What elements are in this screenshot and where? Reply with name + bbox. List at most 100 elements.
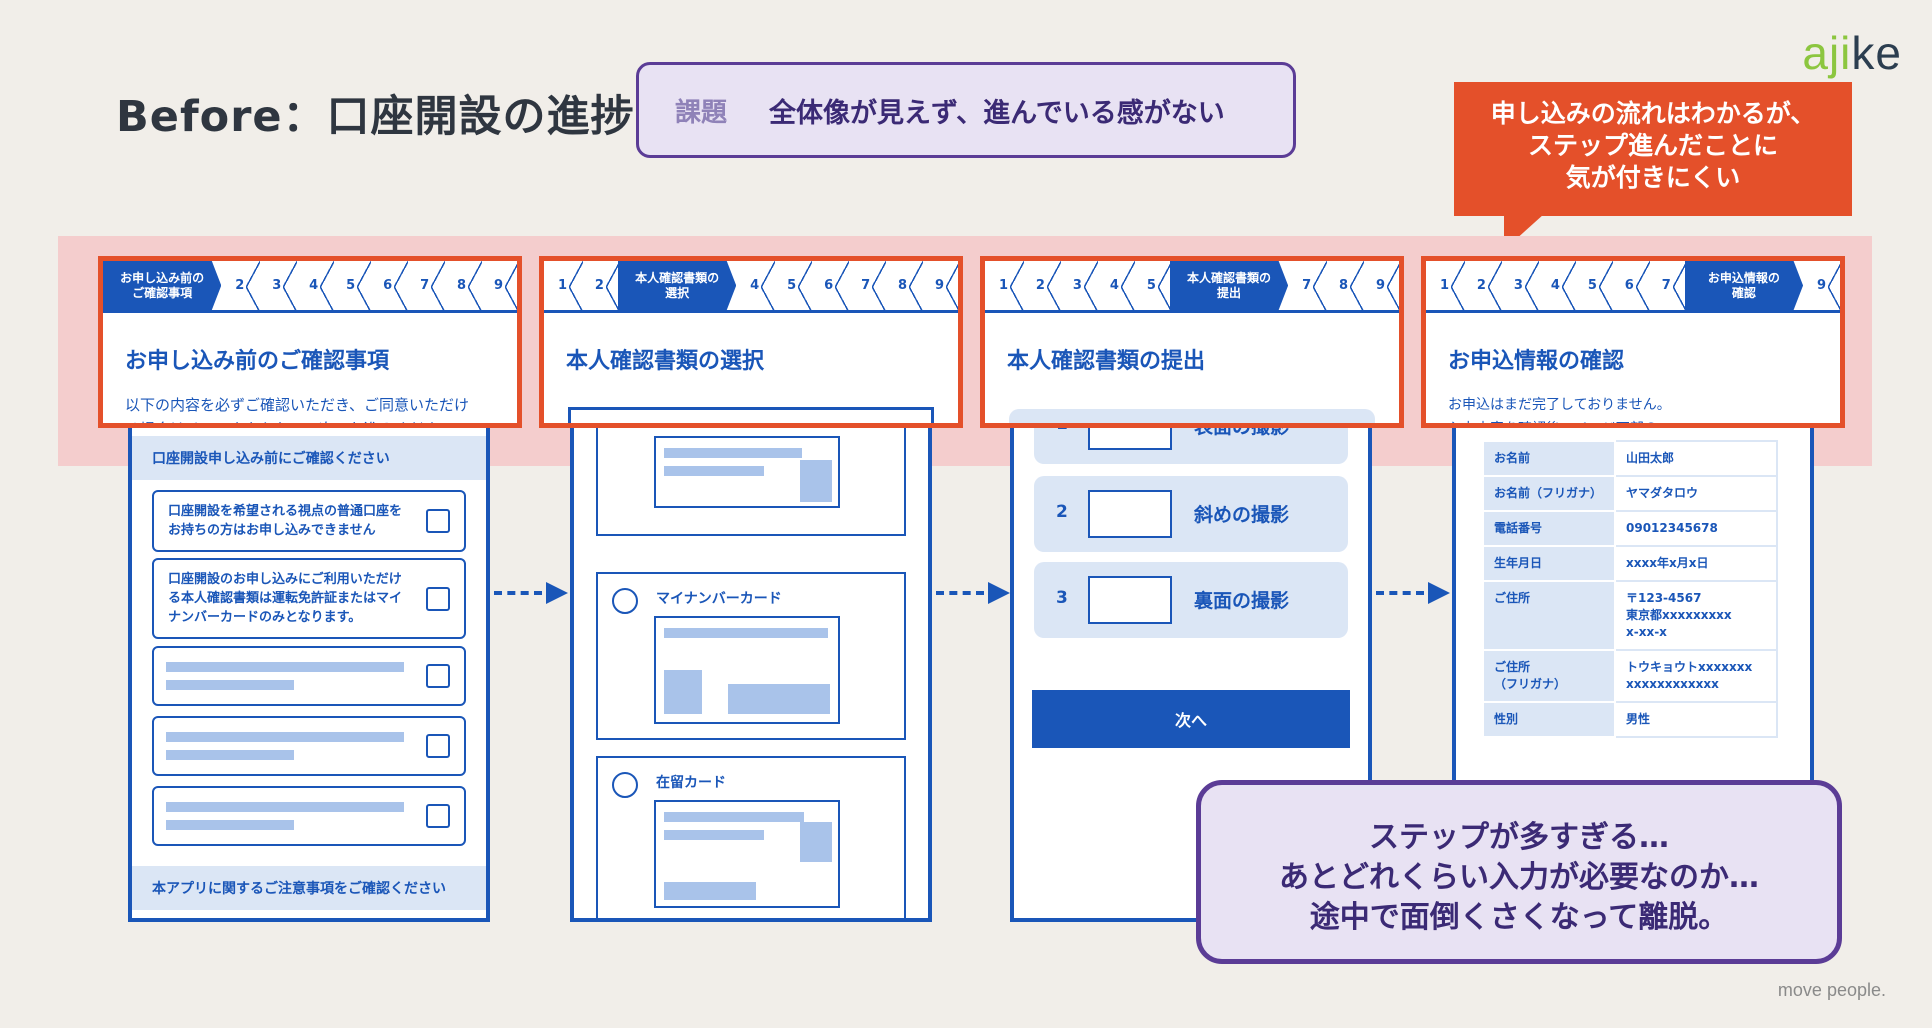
bubble-line-3: 途中で面倒くさくなって離脱。 (1309, 900, 1729, 935)
subtitle-line-2: る場合はチェックを入れて、次へお進みください。 (125, 417, 495, 423)
step[interactable]: 6 (810, 261, 850, 313)
info-value: 山田太郎 (1614, 440, 1778, 477)
logo-part-1: aji (1802, 27, 1852, 79)
info-row: お名前（フリガナ）ヤマダタロウ (1482, 475, 1778, 512)
card-illustration (654, 616, 840, 724)
id-card-icon (1088, 424, 1172, 450)
step[interactable]: 5 (1133, 261, 1172, 313)
step[interactable]: 1 (544, 261, 583, 313)
step[interactable]: 1 (985, 261, 1024, 313)
checkbox[interactable] (426, 664, 450, 688)
placeholder-bar (664, 466, 764, 476)
flow-arrow (1376, 591, 1424, 595)
notice-link[interactable]: 本アプリに関するご注意事項をご確認ください (132, 866, 486, 910)
page-title: Before：口座開設の進捗 (116, 92, 635, 142)
step[interactable]: 6 (369, 261, 409, 313)
info-key: 生年月日 (1482, 545, 1616, 582)
screen-1-header-card: お申し込み前のご確認事項 2 3 4 5 6 7 8 9 お申し込み前のご確認事… (98, 256, 522, 428)
active-step-line-1: 本人確認書類の (635, 270, 720, 285)
placeholder-bar (166, 750, 294, 760)
step[interactable]: 8 (1325, 261, 1365, 313)
placeholder-bar (166, 732, 404, 742)
placeholder-bar (166, 662, 404, 672)
step[interactable]: 9 (1362, 261, 1399, 313)
active-step-line-2: 確認 (1731, 285, 1756, 300)
step-active[interactable]: お申込情報の確認 (1684, 261, 1804, 310)
active-step-line-1: お申込情報の (1707, 270, 1780, 285)
subtitle-line-1: 以下の内容を必ずご確認いただき、ご同意いただけ (125, 396, 469, 414)
checkbox-item[interactable]: 口座開設を希望される視点の普通口座をお持ちの方はお申し込みできません (152, 490, 466, 552)
placeholder-bar (664, 448, 802, 458)
step[interactable]: 3 (1500, 261, 1539, 313)
subtitle-line-2: 入力内容を確認後、ページ下部の (1448, 417, 1818, 423)
screen-2-header-card: 1 2 本人確認書類の選択 4 5 6 7 8 9 本人確認書類の選択 (539, 256, 963, 428)
issue-box: 課題 全体像が見えず、進んでいる感がない (636, 62, 1296, 158)
info-key: お名前 (1482, 440, 1616, 477)
active-step-line-2: 提出 (1216, 285, 1241, 300)
step[interactable]: 3 (1059, 261, 1098, 313)
checkbox[interactable] (426, 586, 450, 611)
step[interactable]: 2 (581, 261, 620, 313)
step[interactable]: 2 (1022, 261, 1061, 313)
checkbox-item[interactable] (152, 716, 466, 776)
step[interactable]: 2 (1463, 261, 1502, 313)
shot-item[interactable]: 1表面の撮影 (1034, 424, 1348, 464)
step[interactable]: 8 (884, 261, 924, 313)
placeholder-bar (664, 830, 764, 840)
radio-button[interactable] (612, 772, 638, 798)
section-header: 口座開設申し込み前にご確認ください (132, 436, 486, 480)
step[interactable]: 5 (332, 261, 372, 313)
step[interactable]: 9 (1803, 261, 1840, 313)
checkbox-item[interactable] (152, 786, 466, 846)
callout-line-3: 気が付きにくい (1565, 163, 1741, 192)
step-active[interactable]: お申し込み前のご確認事項 (103, 261, 222, 310)
step[interactable]: 4 (1537, 261, 1576, 313)
id-option[interactable] (596, 424, 906, 536)
screen-title: お申込情報の確認 (1448, 349, 1625, 374)
checkbox[interactable] (426, 734, 450, 758)
checkbox-item[interactable]: 口座開設のお申し込みにご利用いただける本人確認書類は運転免許証またはマイナンバー… (152, 558, 466, 639)
step-active[interactable]: 本人確認書類の提出 (1169, 261, 1289, 310)
checkbox[interactable] (426, 804, 450, 828)
checkbox-item[interactable] (152, 646, 466, 706)
stepper: お申し込み前のご確認事項 2 3 4 5 6 7 8 9 (103, 261, 517, 313)
checkbox[interactable] (426, 509, 450, 533)
step[interactable]: 5 (1574, 261, 1613, 313)
step[interactable]: 6 (1611, 261, 1650, 313)
step[interactable]: 9 (480, 261, 517, 313)
step-active[interactable]: 本人確認書類の選択 (617, 261, 737, 310)
stepper: 1 2 3 4 5 6 7 お申込情報の確認 9 (1426, 261, 1840, 313)
step[interactable]: 1 (1426, 261, 1465, 313)
next-button[interactable]: 次へ (1032, 690, 1350, 748)
step[interactable]: 8 (443, 261, 483, 313)
step[interactable]: 7 (847, 261, 887, 313)
info-key: ご住所 (1482, 580, 1616, 651)
placeholder-bar (800, 460, 832, 502)
id-option-mynumber[interactable]: マイナンバーカード (596, 572, 906, 740)
radio-button[interactable] (612, 588, 638, 614)
step[interactable]: 4 (1096, 261, 1135, 313)
step[interactable]: 5 (773, 261, 813, 313)
step[interactable]: 9 (921, 261, 958, 313)
option-label: 在留カード (656, 775, 726, 791)
step[interactable]: 7 (1288, 261, 1328, 313)
step[interactable]: 4 (295, 261, 335, 313)
id-option-residence-card[interactable]: 在留カード (596, 756, 906, 918)
step[interactable]: 7 (1648, 261, 1687, 313)
step[interactable]: 3 (258, 261, 298, 313)
step[interactable]: 7 (406, 261, 446, 313)
step[interactable]: 4 (736, 261, 776, 313)
checkbox-label: 口座開設のお申し込みにご利用いただける本人確認書類は運転免許証またはマイナンバー… (168, 572, 403, 625)
info-row: ご住所〒123-4567 東京都xxxxxxxxx x-xx-x (1482, 580, 1778, 651)
step[interactable]: 2 (221, 261, 261, 313)
info-row: 性別男性 (1482, 701, 1778, 738)
arrow-head (988, 582, 1010, 604)
bubble-line-2: あとどれくらい入力が必要なのか… (1279, 860, 1759, 895)
shot-number: 1 (1056, 424, 1068, 434)
id-card-icon (1088, 490, 1172, 538)
